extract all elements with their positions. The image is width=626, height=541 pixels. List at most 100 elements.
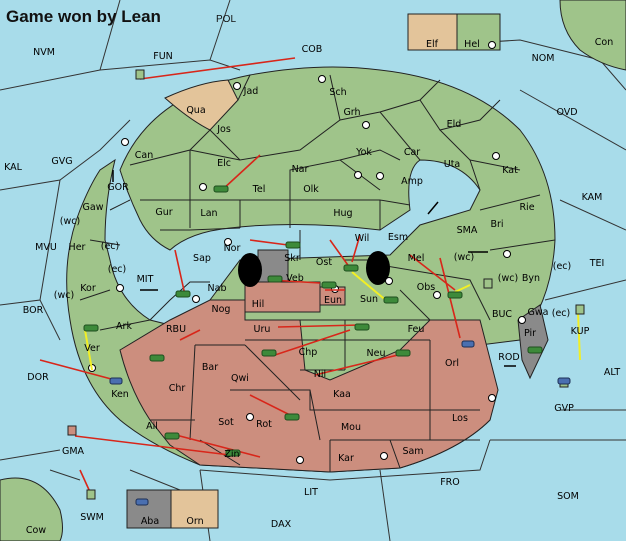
army-unit	[447, 291, 463, 299]
fleet-unit	[135, 498, 149, 506]
label-chr: Chr	[169, 383, 186, 394]
label-veb: Veb	[286, 273, 304, 284]
legend-bottom: Aba Orn	[126, 489, 219, 529]
label-elc: Elc	[217, 158, 231, 169]
label-nvm: NVM	[33, 47, 55, 58]
label-chp: Chp	[299, 347, 318, 358]
game-title-suffix: POL	[216, 14, 236, 25]
label-nom: NOM	[532, 53, 555, 64]
label-cob: COB	[302, 44, 323, 55]
fleet-unit	[109, 377, 123, 385]
label-fun: FUN	[153, 51, 173, 62]
label-mit: MIT	[137, 274, 154, 285]
army-unit	[343, 264, 359, 272]
label-zin: Zin	[224, 449, 239, 460]
label-ver: Ver	[84, 343, 100, 354]
tan-territory-qua	[164, 79, 239, 131]
army-unit	[225, 449, 241, 457]
label-cow: Cow	[26, 525, 46, 536]
game-title: Game won by Lean	[6, 7, 161, 26]
label-eld: Eld	[447, 119, 462, 130]
land-labels: Qua Jad Sch Jos Grh Eld Can Elc Nar Yok …	[69, 86, 549, 464]
move-orders	[39, 57, 461, 493]
label-gur: Gur	[155, 207, 172, 218]
label-dax: DAX	[271, 519, 292, 530]
label-jad: Jad	[243, 86, 259, 97]
label-tel: Tel	[252, 184, 266, 195]
label-rod: ROD	[498, 352, 519, 363]
label-olk: Olk	[303, 184, 319, 195]
red-territory-south	[119, 299, 499, 473]
label-hil: Hil	[252, 299, 264, 310]
label-nil: Nil	[314, 369, 326, 380]
label-coast-ec: (ec)	[552, 308, 570, 319]
label-skr: Skr	[284, 253, 300, 264]
label-mel: Mel	[408, 253, 425, 264]
army-unit	[383, 296, 399, 304]
label-sun: Sun	[360, 294, 378, 305]
label-gvg: GVG	[51, 156, 72, 167]
fleet-unit	[86, 489, 96, 500]
label-gvp: GVP	[554, 403, 574, 414]
fleet-unit	[575, 304, 585, 315]
legend-top: Elf Hel	[407, 13, 501, 51]
label-byn: Byn	[522, 273, 540, 284]
label-uru: Uru	[254, 324, 271, 335]
army-unit	[164, 432, 180, 440]
label-can: Can	[135, 150, 153, 161]
label-grh: Grh	[343, 107, 360, 118]
label-coast-ec: (ec)	[553, 261, 571, 272]
sea-labels: NVM FUN COB NOM Con OVD KAL GVG GOR KAM …	[4, 37, 620, 536]
label-wil: Wil	[355, 233, 369, 244]
army-unit	[285, 241, 301, 249]
label-qwi: Qwi	[231, 373, 249, 384]
label-coast-wc: (wc)	[498, 273, 518, 284]
legend-hel-label: Hel	[464, 39, 480, 50]
label-los: Los	[452, 413, 468, 424]
label-ost: Ost	[316, 257, 332, 268]
support-orders	[84, 271, 581, 371]
label-rot: Rot	[256, 419, 272, 430]
label-bri: Bri	[490, 219, 503, 230]
army-unit	[267, 275, 283, 283]
label-gaw: Gaw	[83, 202, 104, 213]
label-feu: Feu	[408, 324, 425, 335]
label-alt: ALT	[604, 367, 620, 378]
label-rie: Rie	[519, 202, 534, 213]
label-uta: Uta	[444, 159, 461, 170]
label-nab: Nab	[208, 283, 227, 294]
label-pir: Pir	[524, 328, 536, 339]
label-ail: Ail	[146, 421, 158, 432]
label-bar: Bar	[202, 362, 218, 373]
label-her: Her	[69, 242, 86, 253]
fleet-unit	[67, 425, 77, 436]
label-kat: Kat	[502, 165, 518, 176]
label-nog: Nog	[212, 304, 231, 315]
army-unit	[175, 290, 191, 298]
label-sap: Sap	[193, 253, 211, 264]
label-som: SOM	[557, 491, 579, 502]
army-unit	[213, 185, 229, 193]
con-island	[559, 0, 626, 71]
grey-territory-pir	[517, 304, 549, 380]
label-gor: GOR	[107, 182, 129, 193]
army-unit	[261, 349, 277, 357]
label-dor: DOR	[27, 372, 49, 383]
label-kup: KUP	[571, 326, 590, 337]
label-amp: Amp	[401, 176, 423, 187]
label-ovd: OVD	[556, 107, 577, 118]
label-coast-wc: (wc)	[454, 252, 474, 263]
army-unit	[527, 346, 543, 354]
label-eun: Eun	[324, 295, 342, 306]
army-unit	[354, 323, 370, 331]
label-coast-wc: (wc)	[60, 216, 80, 227]
label-mvu: MVU	[35, 242, 57, 253]
label-kam: KAM	[582, 192, 603, 203]
label-esm: Esm	[388, 232, 408, 243]
label-coast-ec: (ec)	[101, 241, 119, 252]
army-unit	[395, 349, 411, 357]
army-unit	[284, 413, 300, 421]
label-yok: Yok	[355, 147, 372, 158]
label-coast-wc: (wc)	[54, 290, 74, 301]
army-unit	[321, 281, 337, 289]
